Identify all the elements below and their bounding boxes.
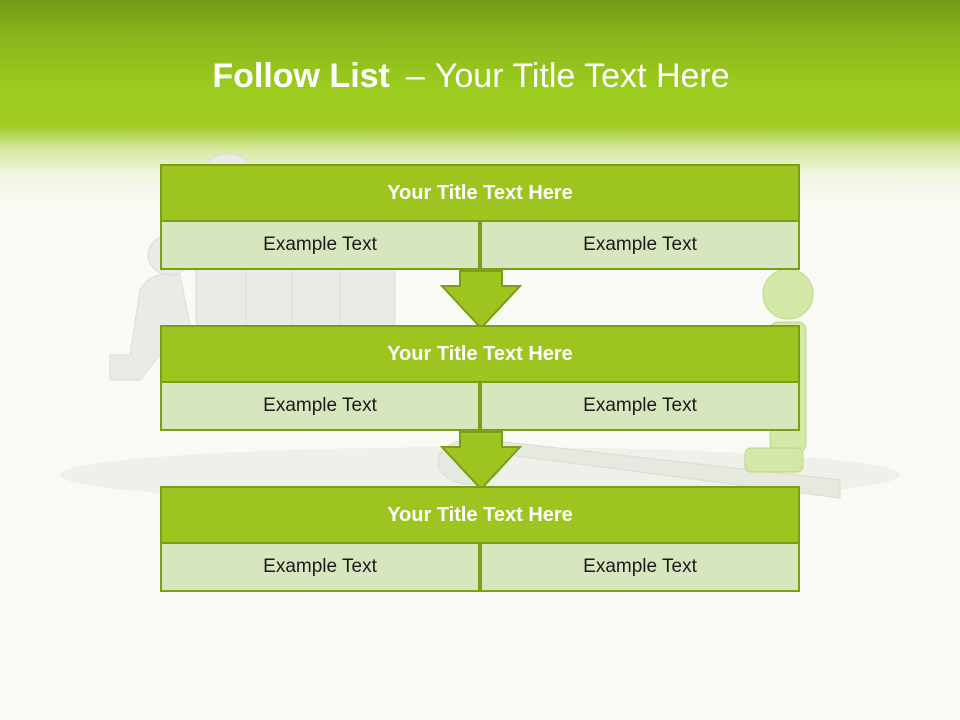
down-arrow-icon [439, 270, 523, 330]
slide-title: Follow List–Your Title Text Here [0, 54, 942, 98]
step-cell-right: Example Text [480, 381, 800, 431]
step-block-2: Your Title Text Here Example Text Exampl… [160, 325, 800, 431]
step-cell-right: Example Text [480, 220, 800, 270]
step-title: Your Title Text Here [160, 164, 800, 222]
slide-title-bold: Follow List [212, 57, 390, 95]
step-cell-left: Example Text [160, 542, 480, 592]
step-cell-left: Example Text [160, 220, 480, 270]
slide-title-dash: – [405, 57, 425, 95]
down-arrow-icon [439, 431, 523, 491]
step-block-1: Your Title Text Here Example Text Exampl… [160, 164, 800, 270]
step-cell-right: Example Text [480, 542, 800, 592]
step-title: Your Title Text Here [160, 325, 800, 383]
step-title: Your Title Text Here [160, 486, 800, 544]
slide-title-rest: Your Title Text Here [434, 57, 730, 95]
step-cell-left: Example Text [160, 381, 480, 431]
step-block-3: Your Title Text Here Example Text Exampl… [160, 486, 800, 592]
